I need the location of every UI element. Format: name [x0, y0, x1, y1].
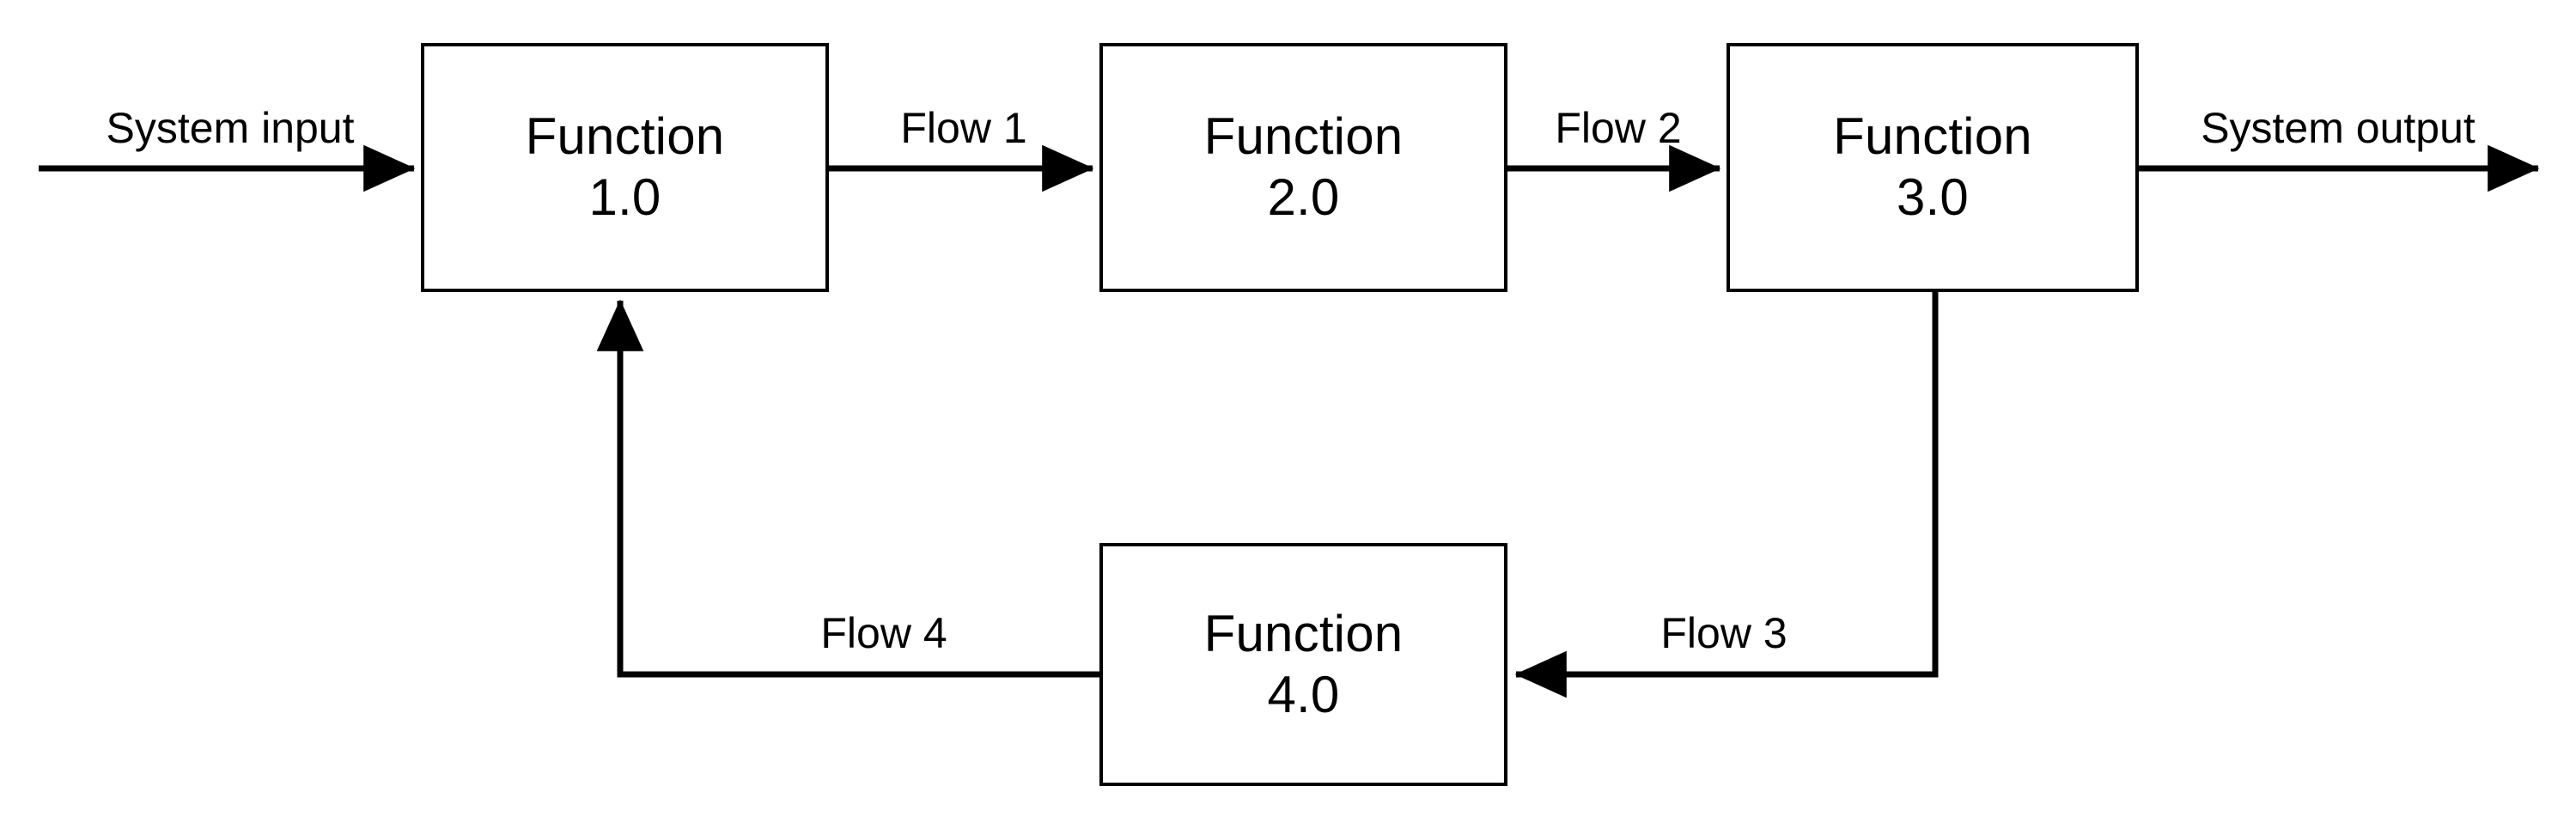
node-function-4-number: 4.0	[1267, 665, 1340, 723]
node-function-1[interactable]: Function 1.0	[421, 43, 829, 292]
node-function-4-title: Function	[1203, 604, 1404, 662]
edge-label-system-input: System input	[106, 104, 355, 152]
edge-label-system-output: System output	[2201, 104, 2476, 152]
flow-3-path	[1514, 292, 1939, 698]
edge-label-flow-2: Flow 2	[1555, 104, 1682, 152]
edge-label-flow-1: Flow 1	[900, 104, 1027, 152]
node-function-1-number: 1.0	[588, 168, 661, 226]
node-function-4[interactable]: Function 4.0	[1099, 543, 1507, 786]
node-function-3-number: 3.0	[1896, 168, 1969, 226]
node-function-2-number: 2.0	[1267, 168, 1340, 226]
node-function-2-title: Function	[1203, 107, 1404, 166]
node-function-2[interactable]: Function 2.0	[1099, 43, 1507, 292]
node-function-3[interactable]: Function 3.0	[1726, 43, 2139, 292]
flow-4-path	[596, 299, 1099, 678]
edge-label-flow-4: Flow 4	[820, 609, 947, 657]
node-function-3-title: Function	[1833, 107, 2032, 166]
edge-label-flow-3: Flow 3	[1660, 609, 1787, 657]
node-function-1-title: Function	[525, 107, 725, 166]
